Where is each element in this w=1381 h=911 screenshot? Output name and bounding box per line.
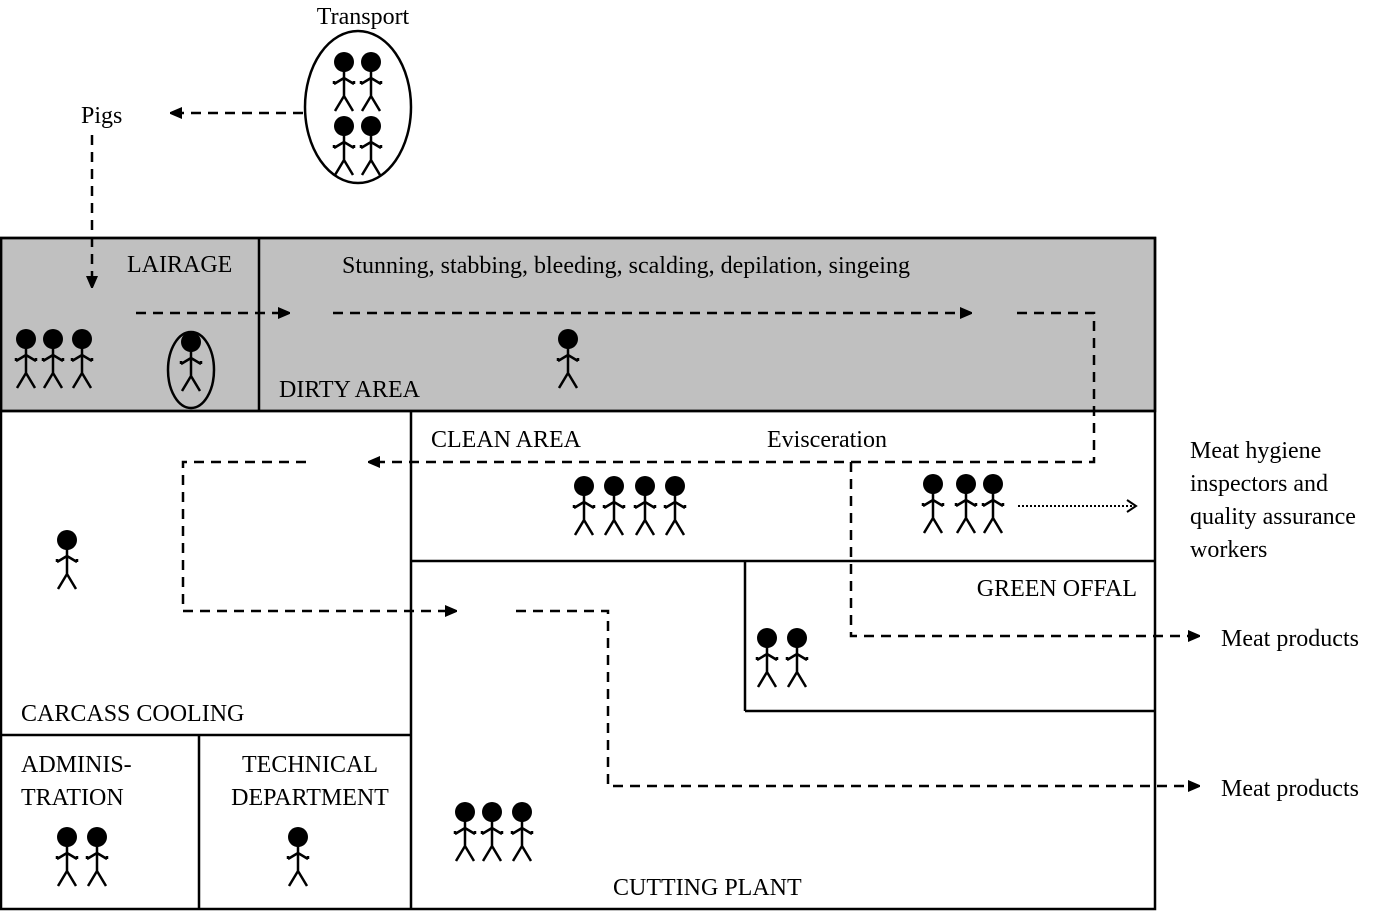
technical-dept-worker bbox=[286, 825, 310, 888]
meat-products-label-2: Meat products bbox=[1221, 776, 1359, 802]
flow-cooling-to-cutting bbox=[516, 609, 1198, 786]
green-offal-workers bbox=[755, 626, 809, 689]
transport-vehicle bbox=[303, 29, 413, 185]
transport-workers bbox=[332, 50, 383, 177]
svg-text:inspectors and: inspectors and bbox=[1190, 471, 1328, 497]
green-offal-label: GREEN OFFAL bbox=[977, 576, 1137, 602]
svg-text:Meat hygiene: Meat hygiene bbox=[1190, 438, 1321, 464]
administration-workers bbox=[55, 825, 109, 888]
carcass-cooling-label: CARCASS COOLING bbox=[21, 701, 244, 727]
cutting-plant-workers bbox=[453, 800, 534, 863]
flow-arrows bbox=[92, 113, 1198, 786]
dirty-process-label: Stunning, stabbing, bleeding, scalding, … bbox=[342, 253, 910, 279]
svg-text:workers: workers bbox=[1190, 537, 1267, 563]
meat-products-label-1: Meat products bbox=[1221, 626, 1359, 652]
svg-text:quality assurance: quality assurance bbox=[1190, 504, 1356, 530]
technical-dept-label-line2: DEPARTMENT bbox=[231, 785, 389, 811]
technical-dept-label-line1: TECHNICAL bbox=[242, 752, 378, 778]
pigs-label: Pigs bbox=[81, 103, 122, 129]
lairage-label: LAIRAGE bbox=[127, 252, 232, 278]
clean-area-workers-right bbox=[921, 472, 1005, 535]
administration-label-line1: ADMINIS- bbox=[21, 752, 132, 778]
transport-label: Transport bbox=[317, 4, 410, 30]
building-walls bbox=[0, 236, 1157, 911]
inspectors-label: Meat hygiene inspectors and quality assu… bbox=[1190, 438, 1356, 563]
carcass-cooling-worker bbox=[55, 528, 79, 591]
clean-area-label: CLEAN AREA bbox=[431, 427, 582, 453]
flow-dirty-to-clean bbox=[370, 311, 1096, 462]
flow-to-cooling bbox=[181, 460, 455, 611]
flow-evisceration-to-offal bbox=[849, 462, 1198, 636]
cutting-plant-label: CUTTING PLANT bbox=[613, 875, 802, 901]
dirty-area-label: DIRTY AREA bbox=[279, 377, 421, 403]
evisceration-label: Evisceration bbox=[767, 427, 887, 453]
administration-label-line2: TRATION bbox=[21, 785, 124, 811]
clean-area-workers-left bbox=[572, 474, 687, 537]
